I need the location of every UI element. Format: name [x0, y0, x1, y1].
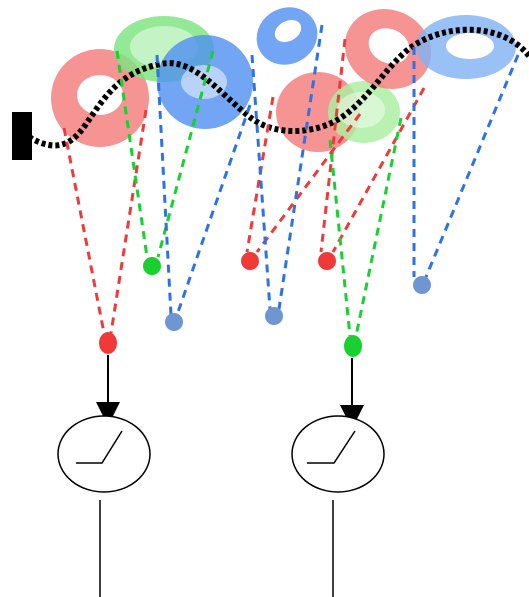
- blue-output-middle-point: [265, 307, 283, 325]
- right-output-neuron: [291, 415, 385, 493]
- blue-connection-middle-b: [277, 24, 324, 310]
- blue-output-right-point: [413, 276, 431, 294]
- left-output-neuron: [57, 415, 151, 493]
- red-connection-right-b: [331, 87, 426, 253]
- receptive-field-blue-2: [256, 7, 318, 65]
- receptive-field-red-1: [51, 49, 149, 147]
- blue-connection-left-a: [155, 54, 173, 316]
- blue-connection-middle-a: [250, 54, 272, 310]
- trajectory-layer: [12, 26, 529, 160]
- output-units-layer: [57, 355, 385, 597]
- receptive-field-blue-3: [416, 15, 516, 79]
- receptive-field-green-2: [328, 81, 400, 143]
- connection-points-layer: [99, 252, 431, 357]
- ramp-function-icon: [307, 430, 356, 464]
- blue-connection-right-b: [424, 54, 520, 278]
- green-connection-left-a: [115, 50, 149, 258]
- trajectory-start-marker: [12, 112, 32, 160]
- red-connection-right-a: [319, 38, 347, 253]
- connection-lines-layer: [62, 24, 520, 337]
- green-connection-right-a: [328, 139, 352, 337]
- blue-output-left-point: [165, 313, 183, 331]
- green-connection-right-b: [354, 117, 403, 337]
- blue-connection-left-b: [175, 104, 252, 316]
- red-connection-left-b: [109, 109, 148, 334]
- red-output-left-point: [99, 332, 117, 354]
- red-output-middle-point: [241, 252, 259, 270]
- red-output-right-point: [318, 252, 336, 270]
- green-output-right-point: [344, 335, 362, 357]
- left-output-unit: [57, 355, 151, 597]
- red-connection-middle-b: [255, 113, 362, 253]
- ramp-function-icon: [76, 430, 123, 464]
- green-output-left-point: [143, 257, 161, 275]
- red-connection-left-a: [62, 127, 106, 334]
- green-connection-left-b: [156, 50, 215, 258]
- dotted-wave-icon: [27, 26, 529, 149]
- red-connection-middle-a: [245, 96, 275, 253]
- right-output-unit: [291, 358, 385, 597]
- receptive-field-layer: [51, 7, 516, 152]
